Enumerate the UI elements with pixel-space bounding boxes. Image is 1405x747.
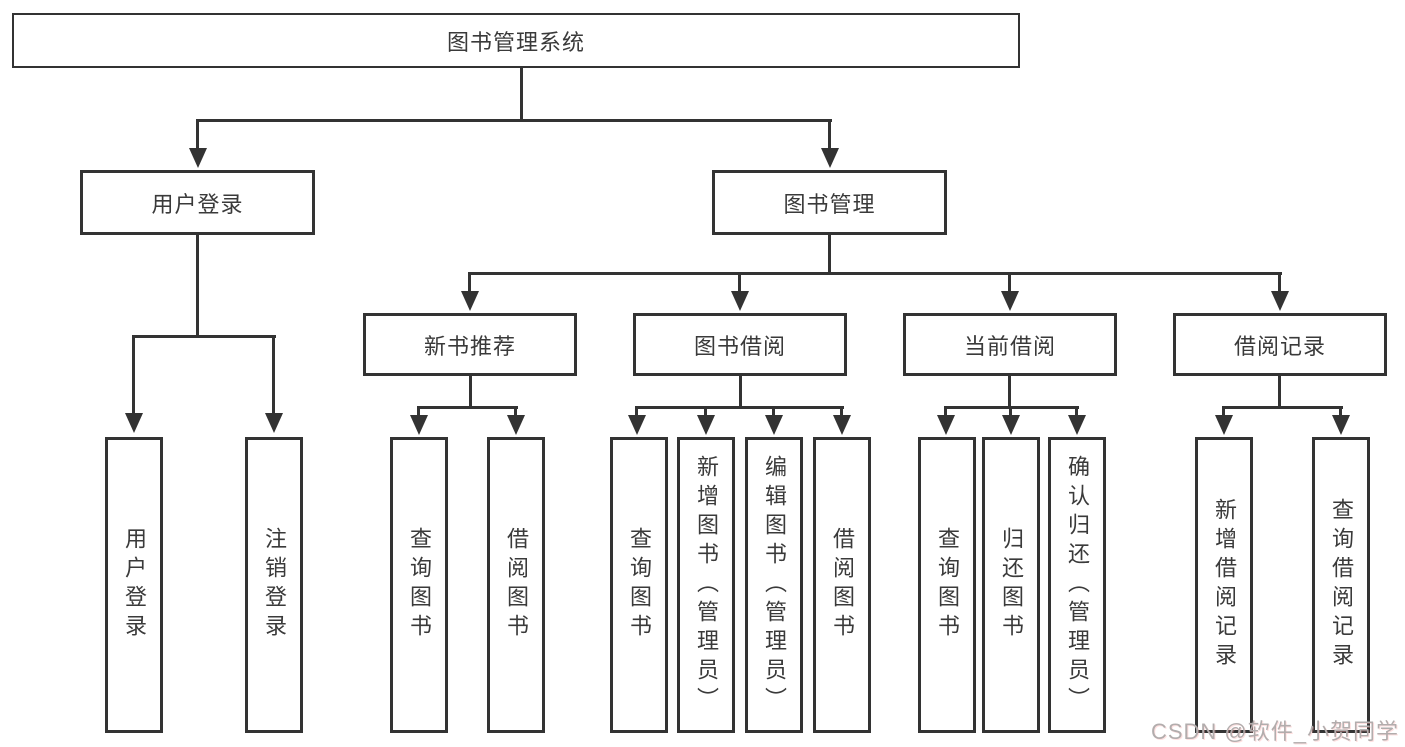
- leaf-confirm-return-admin-label: 确认归还（管理员）: [1065, 454, 1090, 716]
- leaf-add-books-admin: 新增图书（管理员）: [677, 437, 735, 733]
- node-book-borrowing-label: 图书借阅: [693, 333, 786, 359]
- leaf-return-books: 归还图书: [982, 437, 1040, 733]
- connector-current-stem: [1008, 376, 1011, 408]
- leaf-edit-books-admin-label: 编辑图书（管理员）: [762, 454, 787, 716]
- connector-root-split: [197, 119, 832, 122]
- leaf-query-borrow-record-label: 查询借阅记录: [1329, 498, 1354, 672]
- leaf-add-books-admin-label: 新增图书（管理员）: [694, 454, 719, 716]
- connector-book-mgmt-split: [469, 272, 1282, 275]
- connector-current-split: [945, 406, 1079, 409]
- arrow-down-icon: [697, 406, 715, 435]
- leaf-edit-books-admin: 编辑图书（管理员）: [745, 437, 803, 733]
- leaf-confirm-return-admin: 确认归还（管理员）: [1048, 437, 1106, 733]
- node-borrowing-records: 借阅记录: [1173, 313, 1387, 376]
- node-current-borrowing-label: 当前借阅: [963, 333, 1056, 359]
- connector-records-stem: [1278, 376, 1281, 408]
- connector-user-login-stem: [196, 235, 199, 337]
- arrow-down-icon: [410, 406, 428, 435]
- arrow-down-icon: [628, 406, 646, 435]
- arrow-down-icon: [1215, 406, 1233, 435]
- csdn-watermark: CSDN @软件_小贺同学: [1150, 719, 1399, 744]
- connector-borrowing-stem: [739, 376, 742, 408]
- leaf-query-borrow-record: 查询借阅记录: [1312, 437, 1370, 733]
- leaf-query-books-recommend-label: 查询图书: [407, 527, 432, 643]
- arrow-down-icon: [1001, 272, 1019, 311]
- arrow-down-icon: [937, 406, 955, 435]
- node-current-borrowing: 当前借阅: [903, 313, 1117, 376]
- arrow-down-icon: [125, 335, 143, 433]
- node-book-management-label: 图书管理: [783, 191, 876, 217]
- arrow-down-icon: [1002, 406, 1020, 435]
- arrow-down-icon: [821, 119, 839, 168]
- arrow-down-icon: [765, 406, 783, 435]
- leaf-query-books-current-label: 查询图书: [935, 527, 960, 643]
- connector-book-mgmt-stem: [828, 235, 831, 274]
- node-book-management: 图书管理: [712, 170, 947, 235]
- node-borrowing-records-label: 借阅记录: [1233, 333, 1326, 359]
- arrow-down-icon: [731, 272, 749, 311]
- connector-root-stem: [520, 68, 523, 121]
- leaf-user-login-action-label: 用户登录: [122, 527, 147, 643]
- node-root-label: 图书管理系统: [446, 29, 585, 55]
- connector-borrowing-split: [636, 406, 844, 409]
- leaf-query-books-borrowing-label: 查询图书: [627, 527, 652, 643]
- connector-recommend-stem: [469, 376, 472, 408]
- arrow-down-icon: [461, 272, 479, 311]
- node-book-borrowing: 图书借阅: [633, 313, 847, 376]
- connector-user-login-split: [133, 335, 276, 338]
- connector-records-split: [1223, 406, 1343, 409]
- node-new-book-recommend: 新书推荐: [363, 313, 577, 376]
- arrow-down-icon: [507, 406, 525, 435]
- leaf-borrow-books-borrowing-label: 借阅图书: [830, 527, 855, 643]
- arrow-down-icon: [265, 335, 283, 433]
- arrow-down-icon: [1271, 272, 1289, 311]
- leaf-query-books-borrowing: 查询图书: [610, 437, 668, 733]
- leaf-add-borrow-record: 新增借阅记录: [1195, 437, 1253, 733]
- leaf-query-books-current: 查询图书: [918, 437, 976, 733]
- node-user-login-label: 用户登录: [151, 191, 244, 217]
- connector-recommend-split: [418, 406, 518, 409]
- arrow-down-icon: [1332, 406, 1350, 435]
- arrow-down-icon: [1068, 406, 1086, 435]
- node-root-system: 图书管理系统: [12, 13, 1020, 68]
- leaf-return-books-label: 归还图书: [999, 527, 1024, 643]
- leaf-logout-action-label: 注销登录: [262, 527, 287, 643]
- leaf-logout-action: 注销登录: [245, 437, 303, 733]
- arrow-down-icon: [833, 406, 851, 435]
- leaf-user-login-action: 用户登录: [105, 437, 163, 733]
- leaf-add-borrow-record-label: 新增借阅记录: [1212, 498, 1237, 672]
- leaf-borrow-books-recommend-label: 借阅图书: [504, 527, 529, 643]
- leaf-query-books-recommend: 查询图书: [390, 437, 448, 733]
- node-new-book-recommend-label: 新书推荐: [423, 333, 516, 359]
- node-user-login: 用户登录: [80, 170, 315, 235]
- arrow-down-icon: [189, 119, 207, 168]
- leaf-borrow-books-recommend: 借阅图书: [487, 437, 545, 733]
- leaf-borrow-books-borrowing: 借阅图书: [813, 437, 871, 733]
